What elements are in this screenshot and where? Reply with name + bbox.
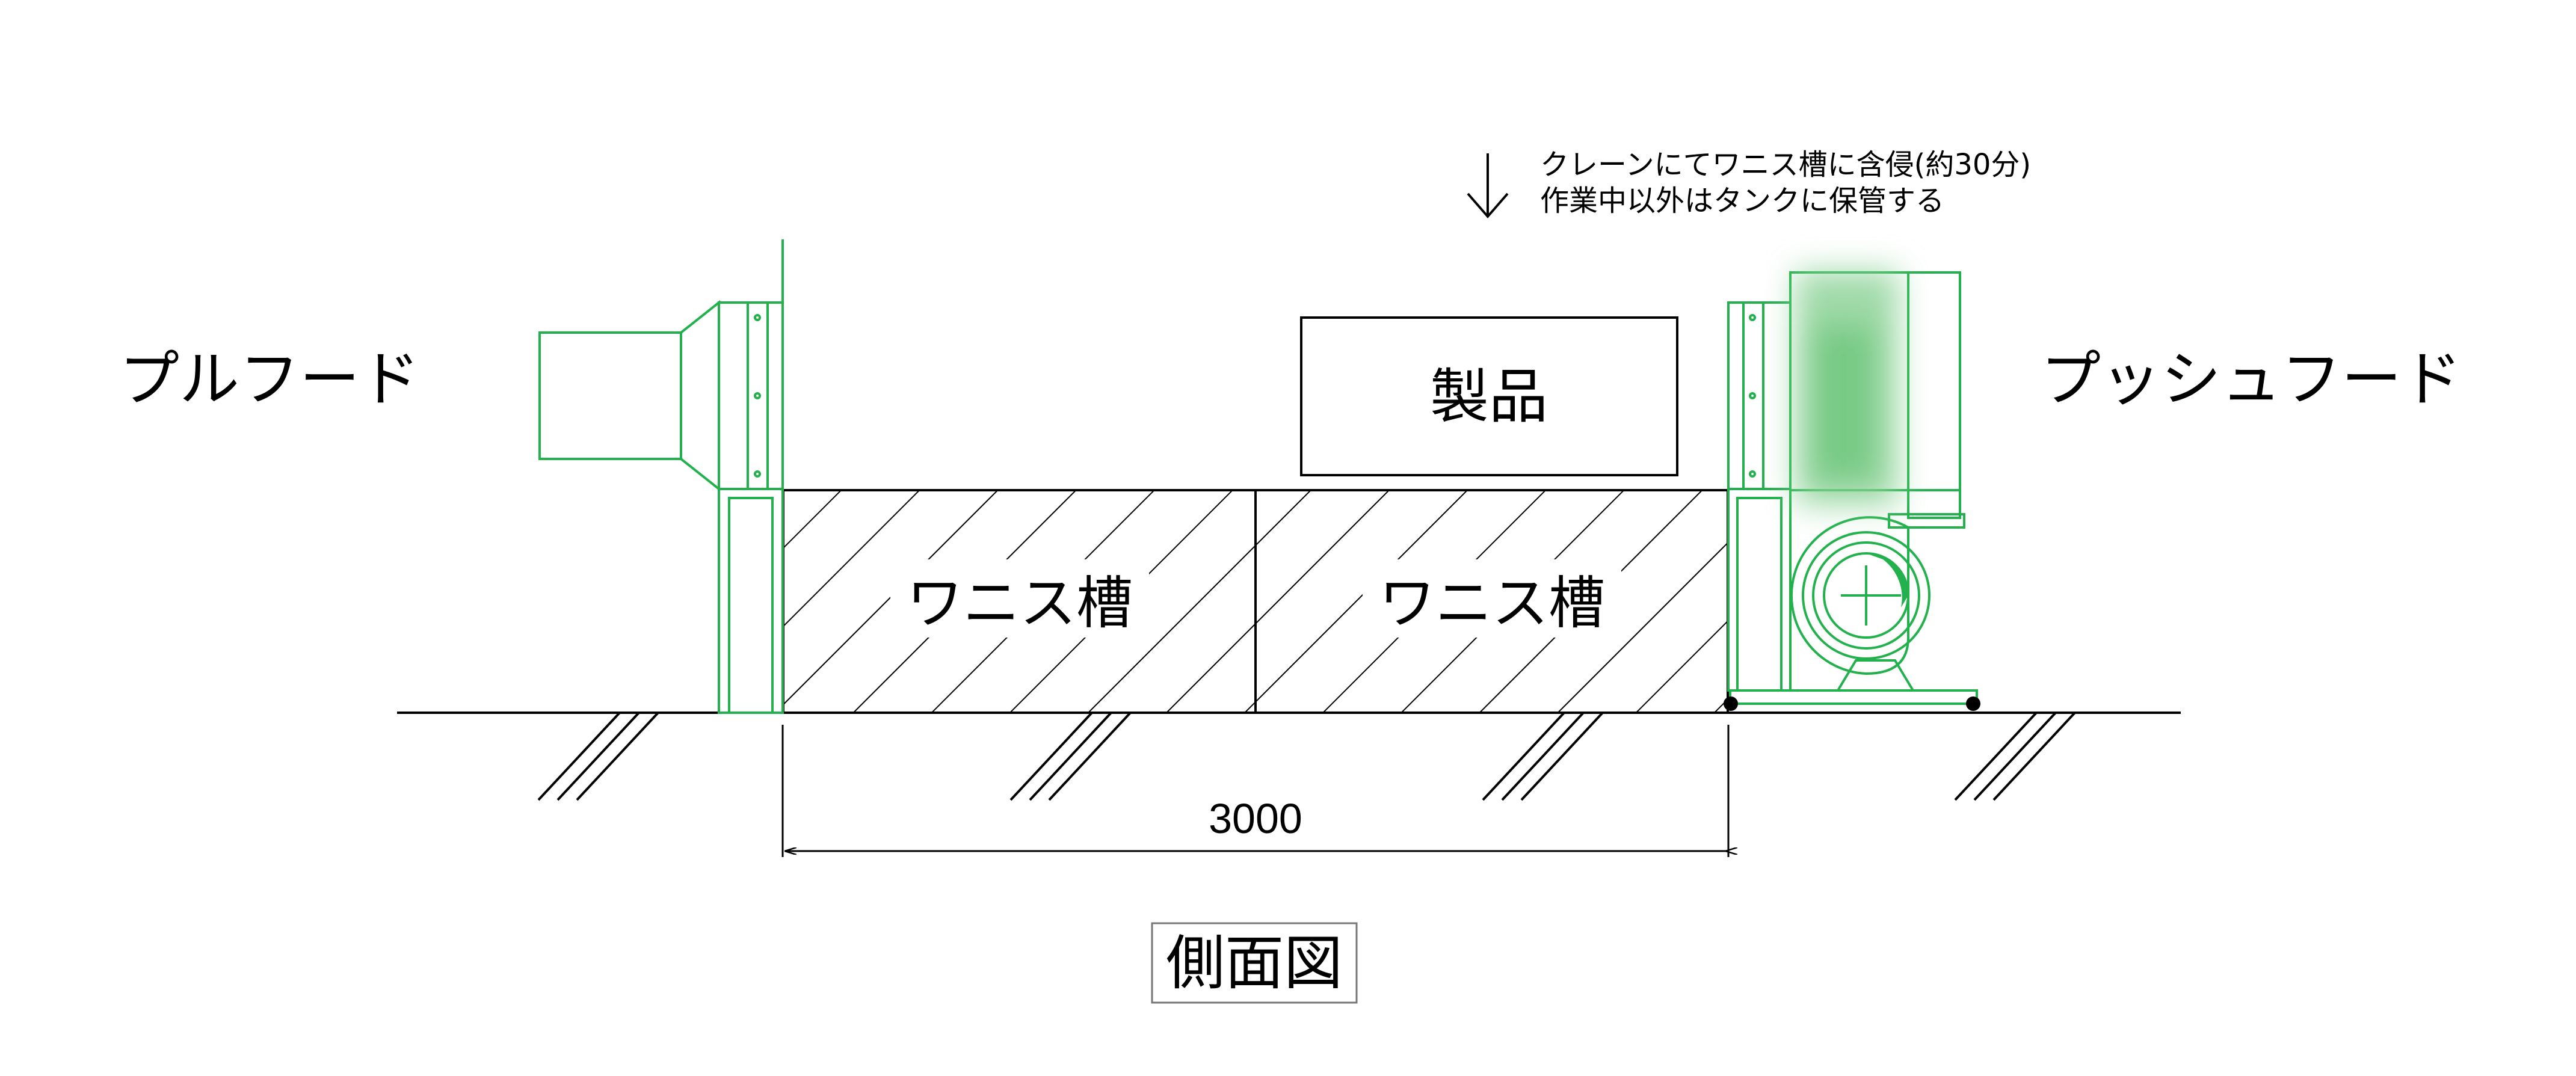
earth-symbol bbox=[1009, 712, 1132, 801]
down-arrow-icon bbox=[1467, 153, 1509, 219]
dimension-value: 3000 bbox=[1209, 795, 1302, 842]
varnish-tank-right-label: ワニス槽 bbox=[1379, 571, 1605, 636]
pull-hood-label: プルフード bbox=[119, 344, 420, 414]
earth-symbol bbox=[1482, 712, 1604, 801]
crane-note: クレーンにてワニス槽に含侵(約30分) 作業中以外はタンクに保管する bbox=[1467, 148, 2031, 219]
fan-impeller-fill bbox=[1866, 553, 1908, 607]
view-title-label: 側面図 bbox=[1166, 929, 1343, 998]
pull-hood-unit bbox=[538, 239, 784, 714]
earth-symbol bbox=[1954, 712, 2076, 801]
dimension-line bbox=[781, 725, 1728, 857]
product-box: 製品 bbox=[1300, 316, 1678, 476]
crane-note-line-1: クレーンにてワニス槽に含侵(約30分) bbox=[1540, 148, 2031, 182]
product-label: 製品 bbox=[1430, 363, 1548, 431]
varnish-tanks: ワニス槽 ワニス槽 bbox=[782, 489, 1729, 714]
push-hood-label: プッシュフード bbox=[2041, 344, 2462, 414]
blurred-region bbox=[1796, 271, 1898, 505]
ground bbox=[397, 712, 2181, 801]
varnish-tank-left-label: ワニス槽 bbox=[907, 571, 1133, 636]
view-title: 側面図 bbox=[1151, 922, 1358, 1004]
crane-note-line-2: 作業中以外はタンクに保管する bbox=[1540, 184, 1944, 218]
wheel bbox=[1724, 696, 1738, 711]
earth-symbol bbox=[537, 712, 659, 801]
wheel bbox=[1966, 696, 1980, 711]
